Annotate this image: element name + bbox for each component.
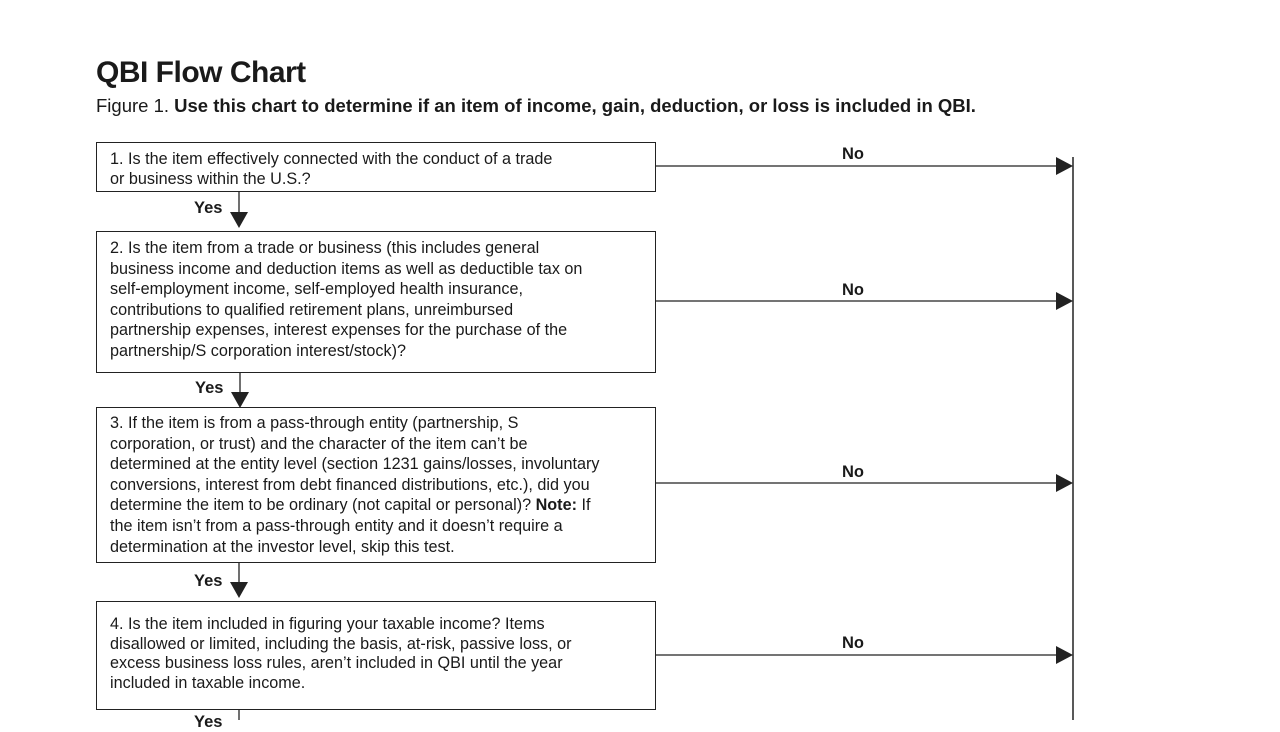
no-label-1: No bbox=[842, 145, 864, 163]
q2-line-6: partnership/S corporation interest/stock… bbox=[110, 341, 407, 360]
no-arrowhead-2 bbox=[1056, 292, 1073, 310]
yes-label-1: Yes bbox=[194, 199, 223, 217]
q2-line-3: self-employment income, self-employed he… bbox=[110, 280, 523, 299]
question-box-3: 3. If the item is from a pass-through en… bbox=[96, 407, 656, 563]
q2-line-4: contributions to qualified retirement pl… bbox=[110, 300, 514, 319]
no-label-2: No bbox=[842, 281, 864, 299]
no-label-3: No bbox=[842, 463, 864, 481]
q3-note-start: If bbox=[581, 496, 591, 515]
q3-line-1: 3. If the item is from a pass-through en… bbox=[110, 414, 519, 432]
q3-line-6: the item isn’t from a pass-through entit… bbox=[110, 516, 563, 535]
q4-line-2: disallowed or limited, including the bas… bbox=[110, 634, 572, 653]
q2-line-5: partnership expenses, interest expenses … bbox=[110, 321, 568, 340]
q4-line-4: included in taxable income. bbox=[110, 673, 306, 692]
yes-label-4: Yes bbox=[194, 713, 223, 731]
figure-caption: Figure 1. Use this chart to determine if… bbox=[96, 95, 976, 117]
question-box-4: 4. Is the item included in figuring your… bbox=[96, 601, 656, 710]
yes-arrowhead-2 bbox=[231, 392, 249, 408]
q2-line-1: 2. Is the item from a trade or business … bbox=[110, 239, 540, 257]
yes-arrowhead-1 bbox=[230, 212, 248, 228]
q3-line-5: determine the item to be ordinary (not c… bbox=[110, 495, 643, 516]
q3-line-4: conversions, interest from debt financed… bbox=[110, 475, 590, 494]
yes-label-3: Yes bbox=[194, 572, 223, 590]
caption-text: Use this chart to determine if an item o… bbox=[174, 95, 976, 116]
no-label-4: No bbox=[842, 634, 864, 652]
yes-arrowhead-3 bbox=[230, 582, 248, 598]
q4-line-1: 4. Is the item included in figuring your… bbox=[110, 615, 545, 633]
q3-line-5-text: determine the item to be ordinary (not c… bbox=[110, 496, 532, 515]
chart-title: QBI Flow Chart bbox=[96, 56, 306, 89]
q3-line-3: determined at the entity level (section … bbox=[110, 455, 600, 474]
note-label: Note: bbox=[535, 496, 577, 515]
question-box-1: 1. Is the item effectively connected wit… bbox=[96, 142, 656, 192]
q2-line-2: business income and deduction items as w… bbox=[110, 259, 583, 278]
q3-line-7: determination at the investor level, ski… bbox=[110, 537, 455, 556]
figure-label: Figure 1. bbox=[96, 95, 170, 116]
q1-line-2: or business within the U.S.? bbox=[110, 169, 311, 188]
no-arrowhead-3 bbox=[1056, 474, 1073, 492]
yes-label-2: Yes bbox=[195, 379, 224, 397]
no-arrowhead-4 bbox=[1056, 646, 1073, 664]
q1-line-1: 1. Is the item effectively connected wit… bbox=[110, 150, 553, 168]
question-box-2: 2. Is the item from a trade or business … bbox=[96, 231, 656, 373]
q3-line-2: corporation, or trust) and the character… bbox=[110, 434, 528, 453]
no-arrowhead-1 bbox=[1056, 157, 1073, 175]
q4-line-3: excess business loss rules, aren’t inclu… bbox=[110, 654, 563, 673]
